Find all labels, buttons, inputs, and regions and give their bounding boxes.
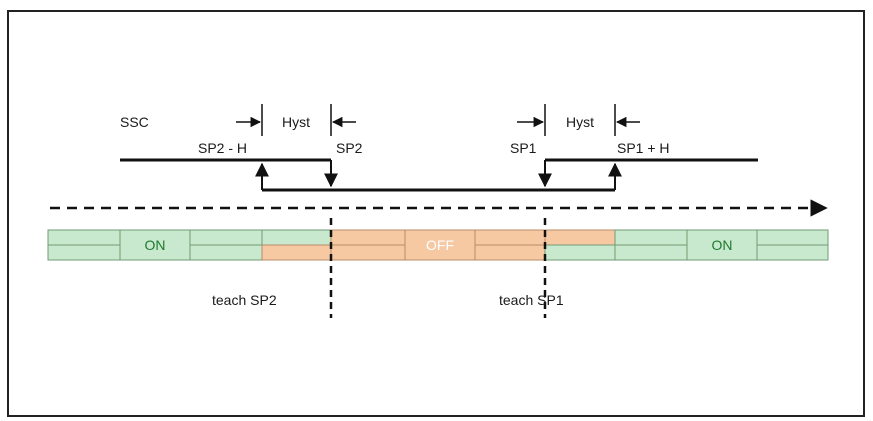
sp2-label: SP2: [336, 140, 363, 156]
state-on-right-label: ON: [712, 237, 733, 253]
state-off-label: OFF: [426, 237, 454, 253]
hyst-left-label: Hyst: [282, 114, 310, 130]
sp2-minus-h-label: SP2 - H: [198, 140, 247, 156]
on-zone-left-upper: [261, 229, 332, 246]
state-on-left-label: ON: [145, 237, 166, 253]
teach-sp2-label: teach SP2: [212, 292, 277, 308]
ssc-label: SSC: [120, 114, 149, 130]
teach-sp1-label: teach SP1: [499, 292, 564, 308]
state-bar: ON OFF ON: [47, 229, 829, 261]
sp1-plus-h-label: SP1 + H: [617, 140, 670, 156]
on-zone-right-lower: [544, 244, 616, 261]
hyst-right-label: Hyst: [566, 114, 594, 130]
off-zone-right-upper: [544, 229, 616, 246]
outer-frame: [7, 10, 865, 417]
off-zone-left-lower: [261, 244, 332, 261]
sp1-label: SP1: [510, 140, 537, 156]
